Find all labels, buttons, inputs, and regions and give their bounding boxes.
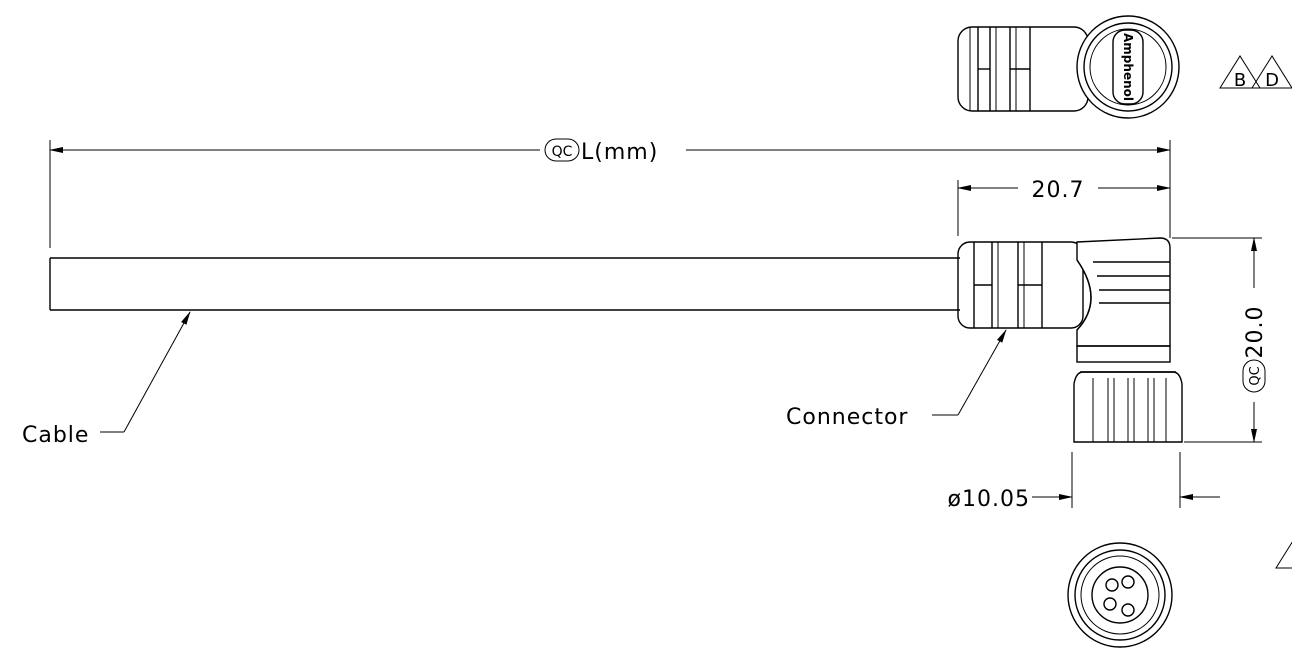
diameter-dimension: ø10.05 xyxy=(948,452,1220,512)
connector-label: Connector xyxy=(786,405,908,430)
length-label: L(mm) xyxy=(581,140,658,165)
length-prefix: QC xyxy=(552,144,573,160)
connector-side-view xyxy=(957,237,1183,443)
connector-callout: Connector xyxy=(786,329,1007,430)
height-dimension: 20.0 QC xyxy=(1172,237,1268,443)
cable xyxy=(49,257,960,311)
contact-pin xyxy=(1121,575,1135,589)
cable-callout: Cable xyxy=(22,311,191,448)
revision-mark-b: B xyxy=(1234,70,1246,91)
height-value: 20.0 xyxy=(1243,306,1268,359)
connector-length-dimension: 20.7 xyxy=(957,178,1171,236)
diameter-value: ø10.05 xyxy=(948,487,1030,512)
connector-top-view: Amphenol xyxy=(957,15,1180,119)
revision-marks-top: B D xyxy=(1219,55,1292,91)
contact-pin xyxy=(1105,578,1119,592)
revision-mark-bottom: E xyxy=(1275,541,1292,571)
revision-mark-e: E xyxy=(1290,550,1292,571)
length-dimension: QC L(mm) xyxy=(49,138,1171,248)
contact-pin xyxy=(1121,603,1135,617)
cable-label: Cable xyxy=(22,423,89,448)
revision-mark-d: D xyxy=(1265,70,1279,91)
height-prefix: QC xyxy=(1248,366,1263,385)
connector-length-value: 20.7 xyxy=(1032,178,1085,203)
contact-pin xyxy=(1103,597,1117,611)
connector-face-view xyxy=(1067,542,1173,648)
brand-logo: Amphenol xyxy=(1121,33,1135,101)
